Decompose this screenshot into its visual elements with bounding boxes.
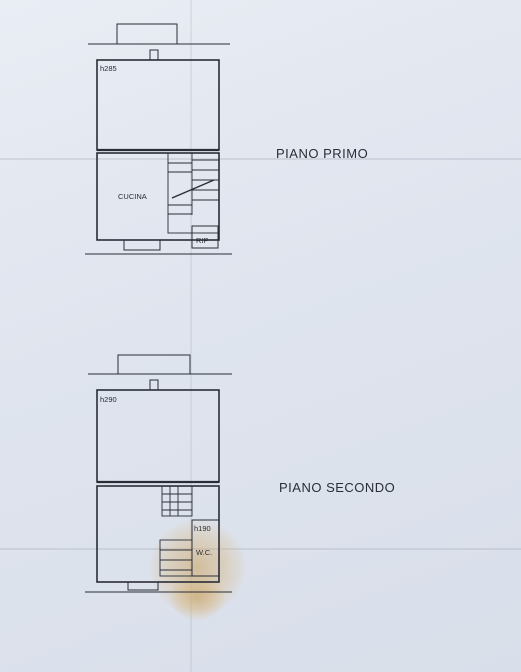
storage-room [191, 225, 219, 249]
ceiling-height-note: h290 [100, 395, 117, 404]
room-label-kitchen: CUCINA [118, 192, 147, 201]
balcony-outline [116, 23, 178, 45]
balcony-outline [117, 354, 191, 375]
entrance-step [127, 582, 159, 591]
lower-room-walls [96, 485, 220, 583]
entrance-step [123, 240, 161, 251]
plan-first-floor [85, 23, 232, 255]
plan-second-floor [85, 354, 232, 593]
staircase [159, 485, 193, 577]
floor-label-second: PIANO SECONDO [279, 480, 396, 495]
staircase [167, 152, 220, 234]
paper-fold-line [190, 0, 192, 672]
room-label-storage: RIP [196, 236, 209, 245]
window-opening [149, 379, 159, 390]
paper-fold-line [0, 158, 521, 160]
paper-fold-line [0, 548, 521, 550]
bathroom-walls [191, 519, 220, 577]
ceiling-height-note: h285 [100, 64, 117, 73]
upper-room-walls [96, 59, 220, 151]
floor-label-first: PIANO PRIMO [276, 146, 369, 161]
lower-room-walls [96, 152, 220, 241]
ceiling-height-note-lower: h190 [194, 524, 211, 533]
window-opening [149, 49, 159, 60]
room-label-bathroom: W.C. [196, 548, 213, 557]
